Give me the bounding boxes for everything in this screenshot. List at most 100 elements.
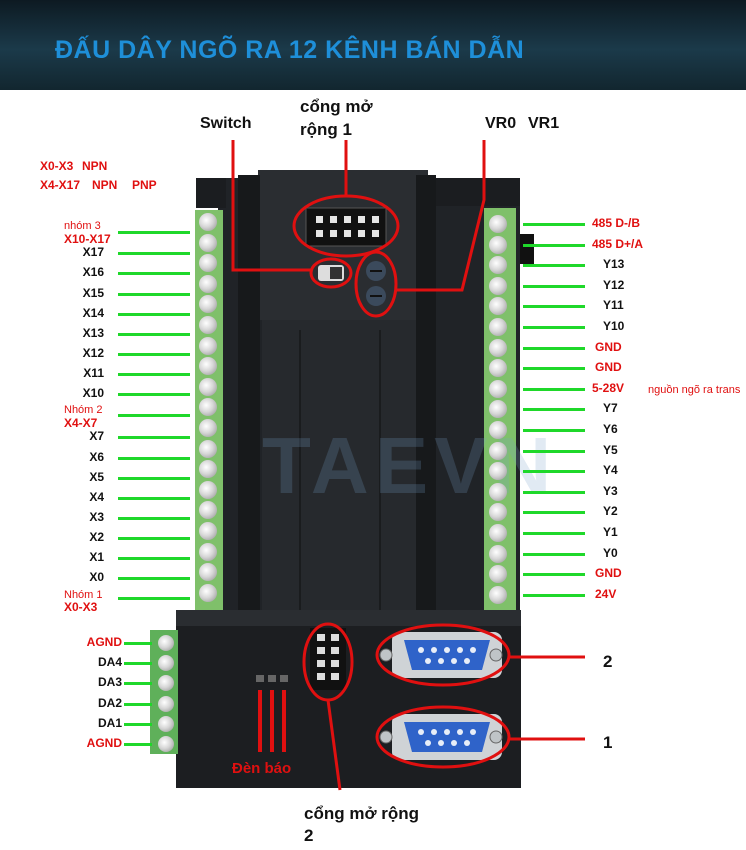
input-wire [118, 293, 190, 296]
input-pin-label: X5 [89, 470, 104, 484]
terminal-screw [199, 419, 217, 437]
terminal-screw [199, 357, 217, 376]
input-pin-label: X3 [89, 510, 104, 524]
com-port-2-label: 2 [603, 652, 613, 671]
terminal-screw [199, 295, 217, 314]
highlight-vr [354, 250, 398, 318]
output-wire [523, 490, 585, 494]
input-pin-label: X13 [82, 326, 104, 340]
terminal-screw [199, 336, 217, 355]
terminal-screw [489, 544, 507, 563]
input-pin-label: X2 [89, 530, 104, 544]
output-pin-label: Y6 [603, 422, 618, 436]
terminal-screw [489, 585, 507, 604]
terminal-screw [199, 583, 217, 602]
analog-pin-label: AGND [86, 736, 122, 750]
terminal-screw [489, 256, 507, 275]
output-pin-label: Y1 [603, 525, 618, 539]
output-source-note: nguồn ngõ ra trans [648, 384, 741, 396]
group-wire [118, 414, 190, 417]
analog-wire [124, 743, 152, 746]
output-wire [523, 573, 585, 577]
output-wire [523, 346, 585, 350]
terminal-screw [199, 233, 217, 252]
highlight-db9-2 [375, 623, 511, 687]
output-wire [523, 243, 585, 247]
output-wire [523, 552, 585, 556]
output-pin-label: 485 D+/A [592, 236, 644, 251]
terminal-screw [489, 462, 507, 481]
plc-top-rail-right [416, 175, 436, 620]
output-wire [523, 326, 585, 329]
input-wire [118, 497, 190, 500]
banner-title: ĐẤU DÂY NGÕ RA 12 KÊNH BÁN DẪN [55, 36, 525, 64]
analog-wire [124, 642, 152, 645]
terminal-screw [489, 565, 507, 584]
terminal-screw [199, 542, 217, 561]
input-wire [118, 517, 190, 520]
terminal-screw [489, 482, 507, 501]
input-wire [118, 272, 190, 275]
input-wire [118, 333, 190, 336]
terminal-screw [158, 695, 174, 712]
input-type-x4-x17-range: X4-X17 [40, 178, 81, 192]
input-wire [118, 477, 190, 480]
terminal-screw [199, 213, 217, 231]
terminal-screw [489, 400, 507, 419]
input-wire [118, 457, 190, 460]
expansion-port-2-label-line1: cổng mở rộng [304, 804, 420, 823]
led-1 [256, 675, 264, 682]
input-type-x0-x3-range: X0-X3 [40, 159, 74, 173]
terminal-screw [489, 276, 507, 295]
analog-pin-label: DA1 [97, 715, 122, 730]
led-2 [268, 675, 276, 682]
output-pin-label: GND [595, 360, 622, 375]
input-pin-label: X7 [89, 429, 104, 443]
expansion-port-2-connector [310, 628, 346, 690]
output-pin-label: Y0 [603, 545, 618, 560]
watermark: TAEVN [262, 421, 558, 510]
output-wire [523, 470, 585, 474]
group-3-name: nhóm 3 [64, 220, 101, 232]
analog-wire [124, 662, 152, 666]
input-wire [118, 313, 190, 316]
vr-leader [396, 140, 486, 292]
input-pin-label: X15 [82, 286, 104, 300]
input-pin-label: X17 [82, 245, 104, 259]
output-pin-label: Y5 [603, 442, 618, 457]
terminal-screw [489, 215, 507, 233]
terminal-screw [489, 379, 507, 398]
plc-top-rail [238, 175, 260, 620]
input-pin-label: X6 [89, 450, 104, 464]
terminal-screw [489, 441, 507, 460]
group-2-name: Nhóm 2 [64, 404, 103, 416]
output-wire [523, 284, 585, 288]
analog-pin-label: DA3 [97, 675, 122, 690]
led-label: Đèn báo [232, 760, 292, 777]
input-wire [118, 436, 190, 439]
input-pin-label: X10 [82, 386, 104, 400]
input-wire [118, 577, 190, 580]
input-wire [118, 353, 190, 356]
output-wire [523, 593, 585, 597]
terminal-screw [199, 398, 217, 417]
group-wire [118, 231, 190, 234]
terminal-screw [199, 254, 217, 273]
group-1-range: X0-X3 [64, 600, 98, 614]
input-type-x4-x17-npn: NPN [92, 178, 118, 192]
switch-label: Switch [200, 115, 252, 132]
input-type-x0-x3-npn: NPN [82, 159, 108, 173]
terminal-screw [489, 318, 507, 336]
terminal-screw [158, 635, 174, 651]
output-wire [523, 305, 585, 309]
output-wire [523, 367, 585, 371]
input-pin-label: X12 [82, 346, 104, 360]
input-pin-label: X11 [83, 366, 104, 380]
output-pin-label: 5-28V [592, 380, 625, 395]
terminal-screw [158, 655, 174, 672]
terminal-screw [489, 235, 507, 254]
plc-top-left-shoulder [196, 178, 226, 208]
group-2-range: X4-X7 [64, 416, 98, 430]
terminal-screw [199, 316, 217, 334]
output-pin-label: GND [595, 339, 622, 354]
